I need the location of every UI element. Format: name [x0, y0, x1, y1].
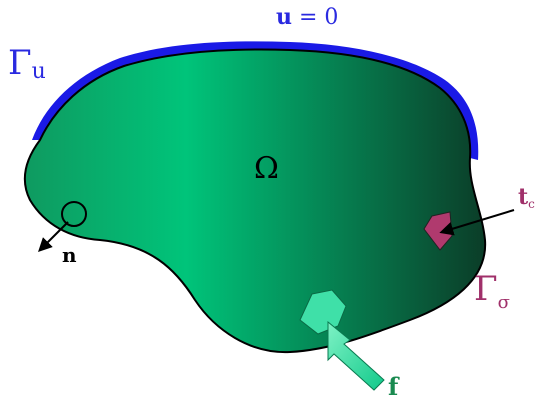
normal-vector-arrow-icon [38, 221, 69, 252]
body-force-block-arrow-icon [327, 320, 385, 391]
normal-marker-circle-icon [61, 201, 87, 227]
traction-arrow-icon [439, 209, 515, 236]
body-force-label: f [388, 372, 400, 401]
gamma-u-label: Γu [8, 43, 46, 84]
domain-body [23, 48, 487, 354]
gamma-sigma-label: Γσ [474, 269, 510, 313]
traction-label: tc [518, 184, 535, 211]
boundary-condition-label: u = 0 [276, 4, 338, 30]
normal-label: n [62, 243, 77, 267]
body-force-element [299, 289, 347, 335]
domain-omega-label: Ω [254, 151, 279, 186]
